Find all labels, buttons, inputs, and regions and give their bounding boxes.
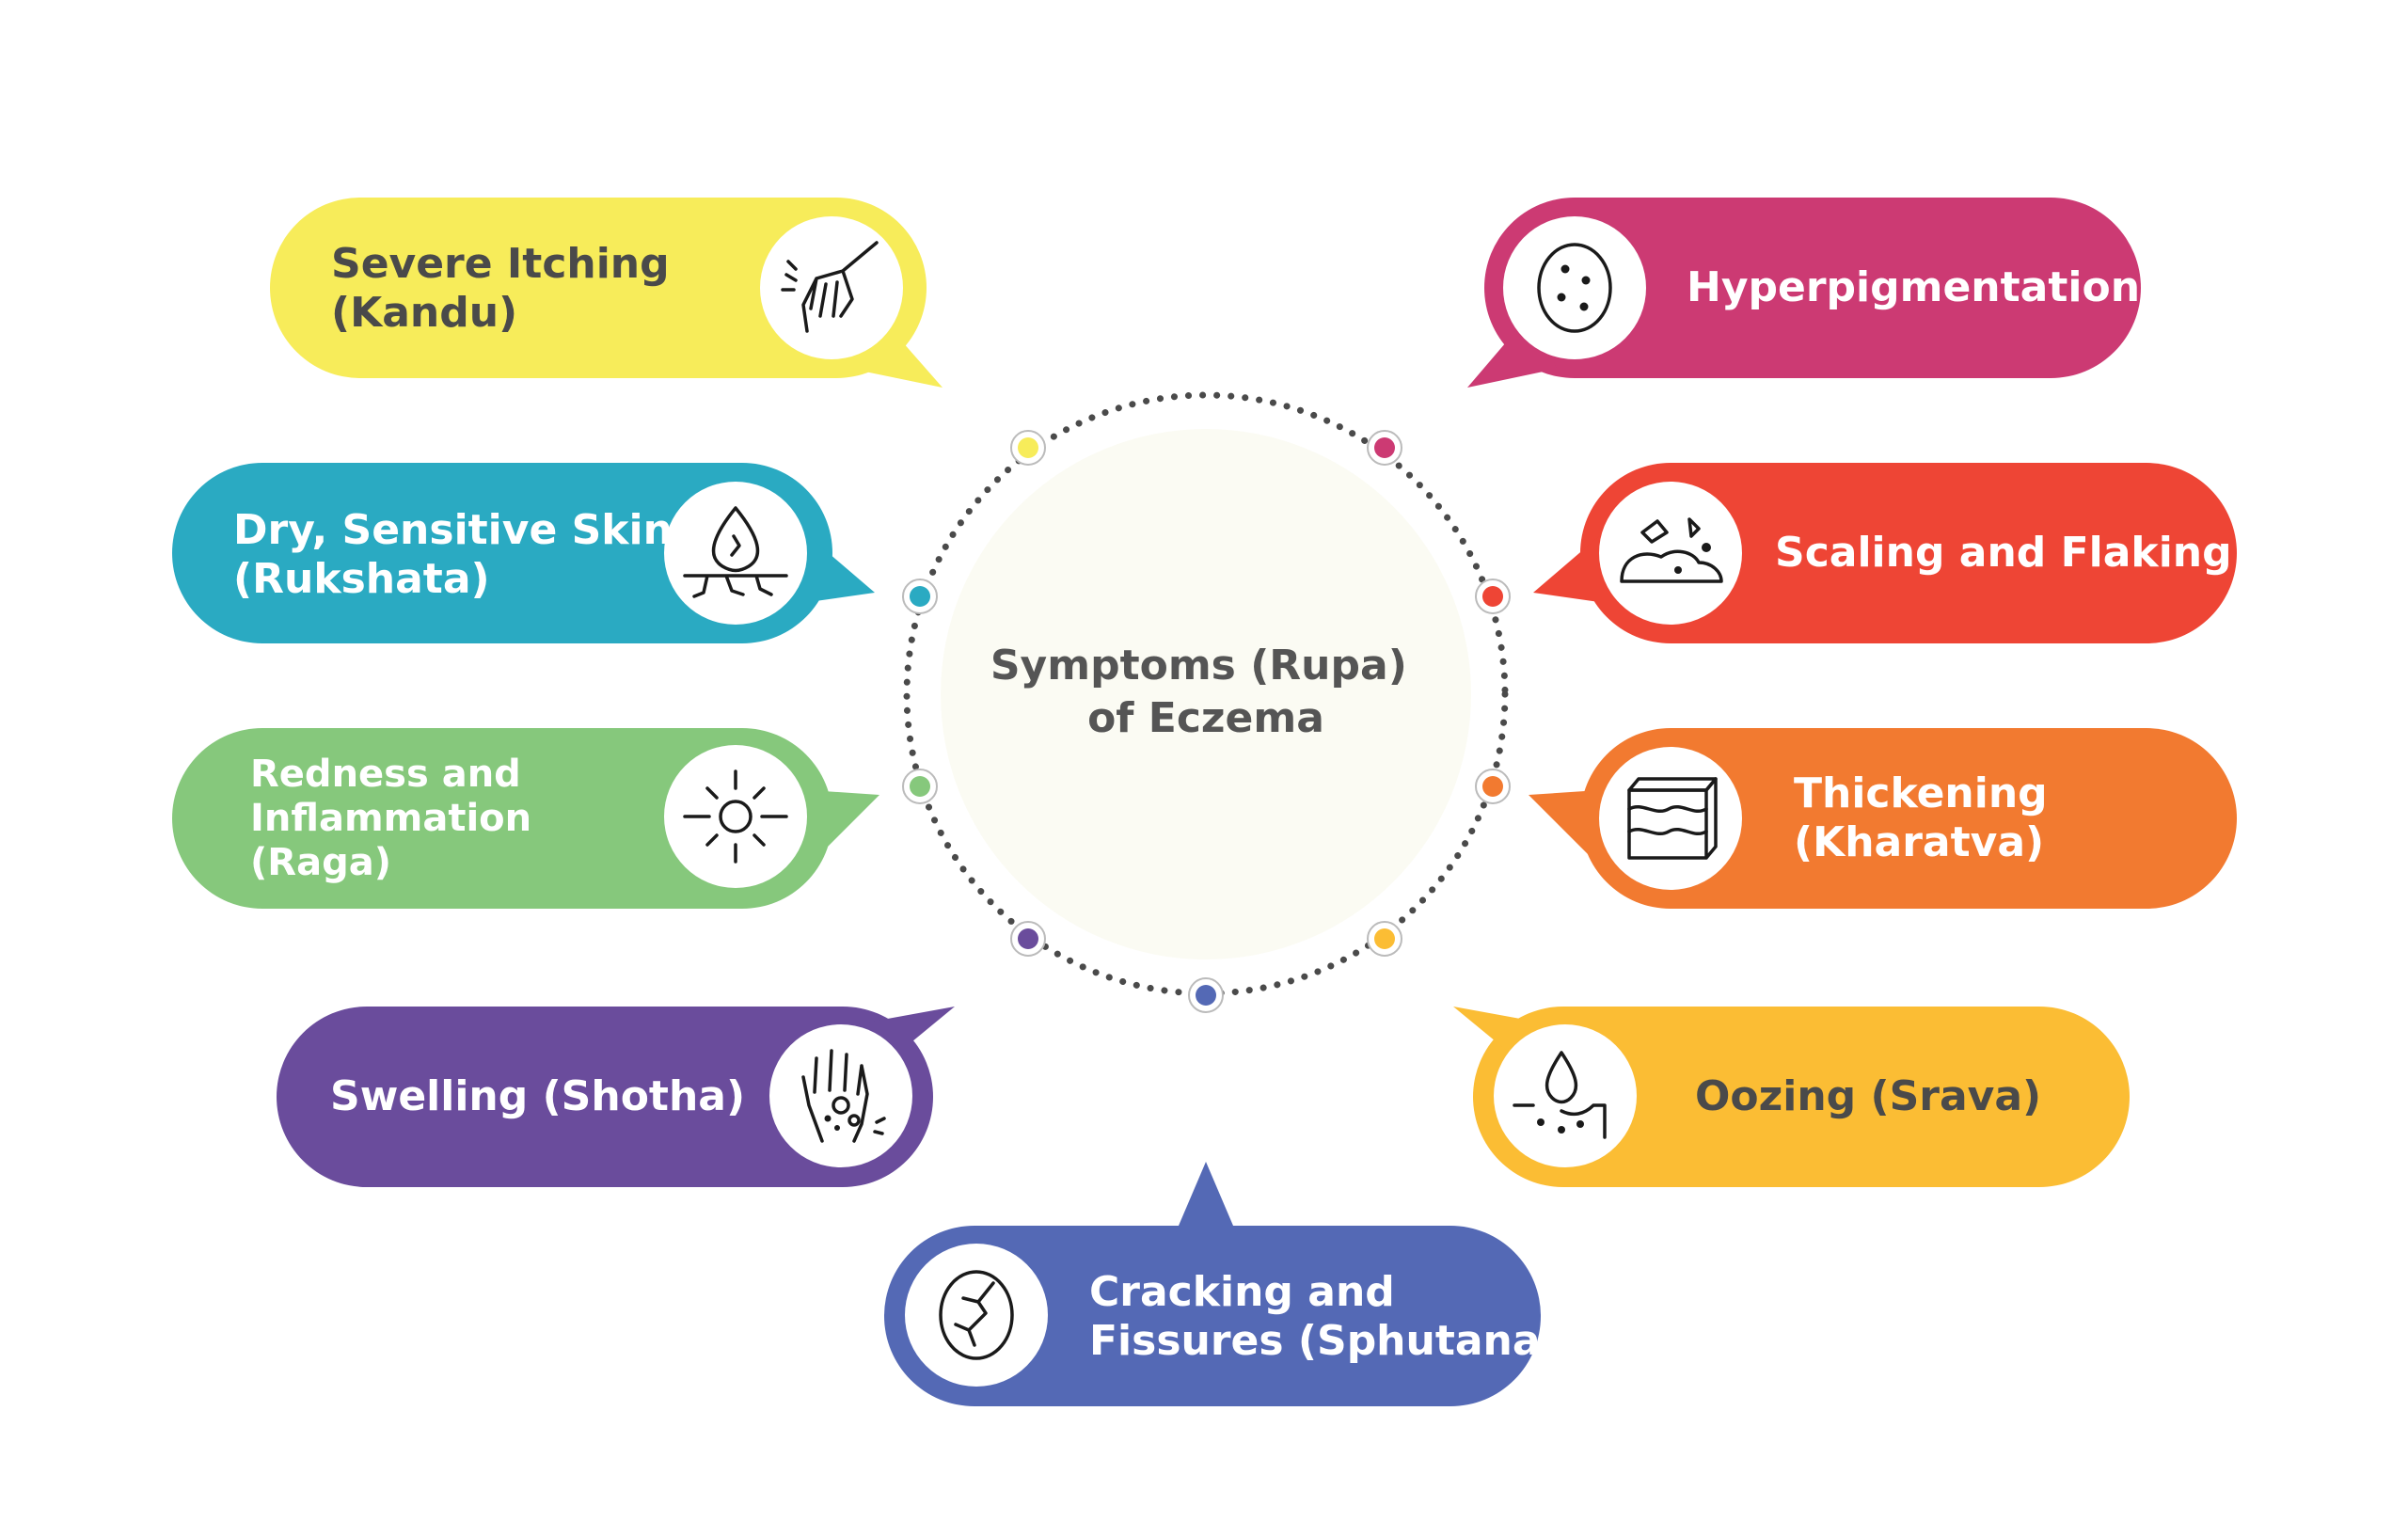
bubble-cracking-fissures-icon-circle <box>905 1244 1048 1387</box>
ring-dot-oozing <box>1367 921 1402 957</box>
bubble-hyperpigmentation-shape <box>1484 198 2141 378</box>
bubble-severe-itching-shape <box>270 198 927 378</box>
thickening-line-2: (Kharatva) <box>1794 818 2044 866</box>
bubble-oozing-shape <box>1473 1007 2130 1187</box>
cracked-skin-icon <box>939 1270 1014 1360</box>
bubble-thickening: Thickening (Kharatva) <box>1529 728 2237 909</box>
cracking-fissures-line-2: Fissures (Sphutana) <box>1089 1317 1560 1365</box>
bubble-dry-sensitive-skin-shape <box>172 463 832 643</box>
severe-itching-line-1: Severe Itching <box>331 240 670 288</box>
flaking-skin-icon <box>1620 517 1723 583</box>
bubble-thickening-tail <box>1529 790 1599 865</box>
bubble-redness-inflammation-shape <box>172 728 832 909</box>
redness-inflammation-line-3: (Raga) <box>250 841 391 884</box>
bubble-severe-itching: Severe Itching (Kandu) <box>270 198 943 388</box>
spotted-skin-icon <box>1537 243 1612 333</box>
bubble-redness-inflammation: Redness and Inflammation (Raga) <box>172 728 879 909</box>
ring-dot-dry-sensitive-skin <box>902 579 938 614</box>
bubble-swelling-shape <box>277 1007 933 1187</box>
ring-dot-cracking-fissures <box>1188 977 1224 1013</box>
inflammation-icon <box>683 769 788 864</box>
bubble-swelling: Swelling (Shotha) <box>277 1007 955 1187</box>
bubble-scaling-flaking-shape <box>1580 463 2237 643</box>
redness-inflammation-line-2: Inflammation <box>250 797 531 840</box>
bubble-severe-itching-icon-circle <box>760 216 903 359</box>
bubble-hyperpigmentation-label: Hyperpigmentation <box>1687 263 2140 311</box>
severe-itching-line-2: (Kandu) <box>331 289 517 337</box>
scratching-hand-icon <box>781 241 879 333</box>
skin-layers-icon <box>1627 777 1718 860</box>
bubble-scaling-flaking-tail <box>1533 536 1599 602</box>
ring-dot-thickening <box>1475 769 1511 804</box>
bubble-redness-inflammation-tail <box>809 790 879 865</box>
bubble-oozing: Oozing (Srava) <box>1453 1007 2130 1187</box>
center-title: Symptoms (Rupa) of Eczema <box>990 642 1421 742</box>
ring-dot-severe-itching <box>1010 430 1046 466</box>
cracking-fissures-line-1: Cracking and <box>1089 1268 1395 1316</box>
bubble-severe-itching-label: Severe Itching (Kandu) <box>331 240 684 337</box>
bubble-thickening-shape <box>1580 728 2237 909</box>
dry-sensitive-skin-line-1: Dry, Sensitive Skin <box>233 506 673 554</box>
ring-dot-scaling-flaking <box>1475 579 1511 614</box>
redness-inflammation-line-1: Redness and <box>250 753 521 796</box>
bubble-thickening-label: Thickening (Kharatva) <box>1794 769 2062 866</box>
ring-dot-swelling <box>1010 921 1046 957</box>
thickening-line-1: Thickening <box>1794 769 2048 817</box>
bubble-oozing-label: Oozing (Srava) <box>1695 1072 2041 1120</box>
bubble-dry-sensitive-skin-tail <box>809 536 875 602</box>
bubble-dry-sensitive-skin: Dry, Sensitive Skin (Rukshata) <box>172 463 875 643</box>
ring-dot-redness-inflammation <box>902 769 938 804</box>
bubble-scaling-flaking-label: Scaling and Flaking <box>1775 529 2232 577</box>
bubble-thickening-icon-circle <box>1599 747 1742 890</box>
bubble-hyperpigmentation: Hyperpigmentation <box>1467 198 2141 388</box>
bubble-cracking-fissures: Cracking and Fissures (Sphutana) <box>884 1162 1560 1406</box>
ring-dots <box>902 430 1511 1013</box>
bubble-cracking-fissures-tail <box>1176 1162 1236 1232</box>
bubble-dry-sensitive-skin-label: Dry, Sensitive Skin (Rukshata) <box>233 506 687 603</box>
center-circle <box>941 429 1471 959</box>
bubble-cracking-fissures-shape <box>884 1226 1541 1406</box>
bubble-swelling-icon-circle <box>769 1024 912 1167</box>
bubble-swelling-label: Swelling (Shotha) <box>330 1072 745 1120</box>
bubble-hyperpigmentation-icon-circle <box>1503 216 1646 359</box>
bubble-dry-sensitive-skin-icon-circle <box>664 482 807 625</box>
bubble-cracking-fissures-label: Cracking and Fissures (Sphutana) <box>1089 1268 1560 1365</box>
dry-sensitive-skin-line-2: (Rukshata) <box>233 555 490 603</box>
center-title-line-2: of Eczema <box>1087 694 1324 742</box>
swollen-hand-icon <box>801 1049 886 1143</box>
ring-dot-hyperpigmentation <box>1367 430 1402 466</box>
dry-cracked-skin-icon <box>683 506 788 598</box>
bubble-redness-inflammation-icon-circle <box>664 745 807 888</box>
bubble-redness-inflammation-label: Redness and Inflammation (Raga) <box>250 753 545 884</box>
center-hub: Symptoms (Rupa) of Eczema <box>903 391 1509 997</box>
bubble-scaling-flaking: Scaling and Flaking <box>1533 463 2237 643</box>
bubble-oozing-icon-circle <box>1494 1024 1637 1167</box>
center-title-line-1: Symptoms (Rupa) <box>990 642 1407 690</box>
oozing-drop-icon <box>1513 1051 1607 1139</box>
